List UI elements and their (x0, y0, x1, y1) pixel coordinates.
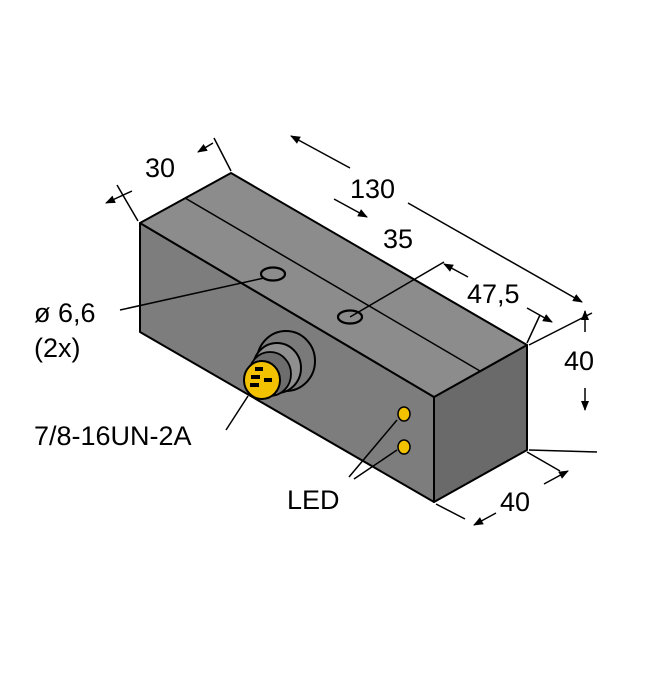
dimension-lines (105, 135, 589, 526)
label-hole-diameter: ø 6,6 (34, 298, 96, 328)
leader-led (348, 419, 398, 478)
label-hole-count: (2x) (34, 333, 81, 363)
sensor-housing (139, 172, 528, 503)
mounting-holes (259, 266, 364, 325)
dim-line-offset (526, 307, 553, 323)
label-depth: 30 (145, 153, 175, 183)
dim-line-depth (197, 142, 214, 153)
leader-lines (119, 277, 398, 480)
dim-line-offset (443, 263, 469, 278)
led-indicator (397, 439, 411, 455)
label-height: 40 (564, 346, 594, 376)
connector (243, 330, 316, 400)
dim-line-length (407, 202, 583, 303)
leader-hole (119, 277, 265, 311)
connector-pin (264, 378, 272, 382)
dim-line-width (543, 470, 569, 485)
label-hole-spacing: 35 (383, 224, 413, 254)
connector-face (243, 360, 281, 400)
hole-centerline (184, 197, 481, 372)
label-length: 130 (350, 174, 395, 204)
dim-line-depth (105, 190, 133, 204)
dimension-labels: 30 130 35 47,5 40 40 ø 6,6 (2x) 7/8-16UN… (34, 153, 594, 517)
dim-line-length (290, 135, 351, 169)
label-width: 40 (500, 487, 530, 517)
label-hole-offset: 47,5 (467, 279, 520, 309)
connector-pin (255, 367, 263, 371)
dim-line-width (473, 512, 497, 526)
leds (397, 406, 411, 455)
extension-lines (116, 137, 598, 520)
label-thread: 7/8-16UN-2A (34, 421, 192, 451)
leader-led (353, 449, 398, 480)
dim-line-spacing (333, 198, 368, 218)
connector-pin (250, 383, 259, 387)
label-led: LED (287, 485, 340, 515)
led-indicator (397, 406, 411, 422)
connector-pin (251, 375, 260, 379)
mounting-hole (259, 266, 287, 282)
leader-thread (225, 395, 249, 431)
